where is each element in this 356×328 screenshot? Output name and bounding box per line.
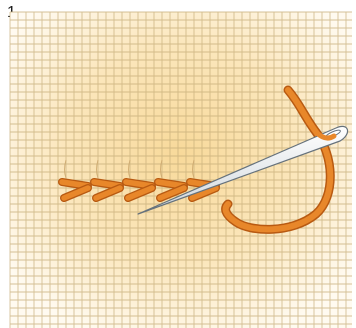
canvas-fabric	[10, 12, 352, 328]
stitch	[122, 178, 156, 202]
stitch	[58, 178, 92, 202]
sewing-needle-icon	[137, 125, 349, 215]
stitch	[90, 178, 124, 202]
canvas-grid	[9, 11, 352, 328]
stitch-tails	[64, 159, 195, 179]
completed-stitches	[58, 178, 220, 202]
stitch	[154, 178, 188, 202]
